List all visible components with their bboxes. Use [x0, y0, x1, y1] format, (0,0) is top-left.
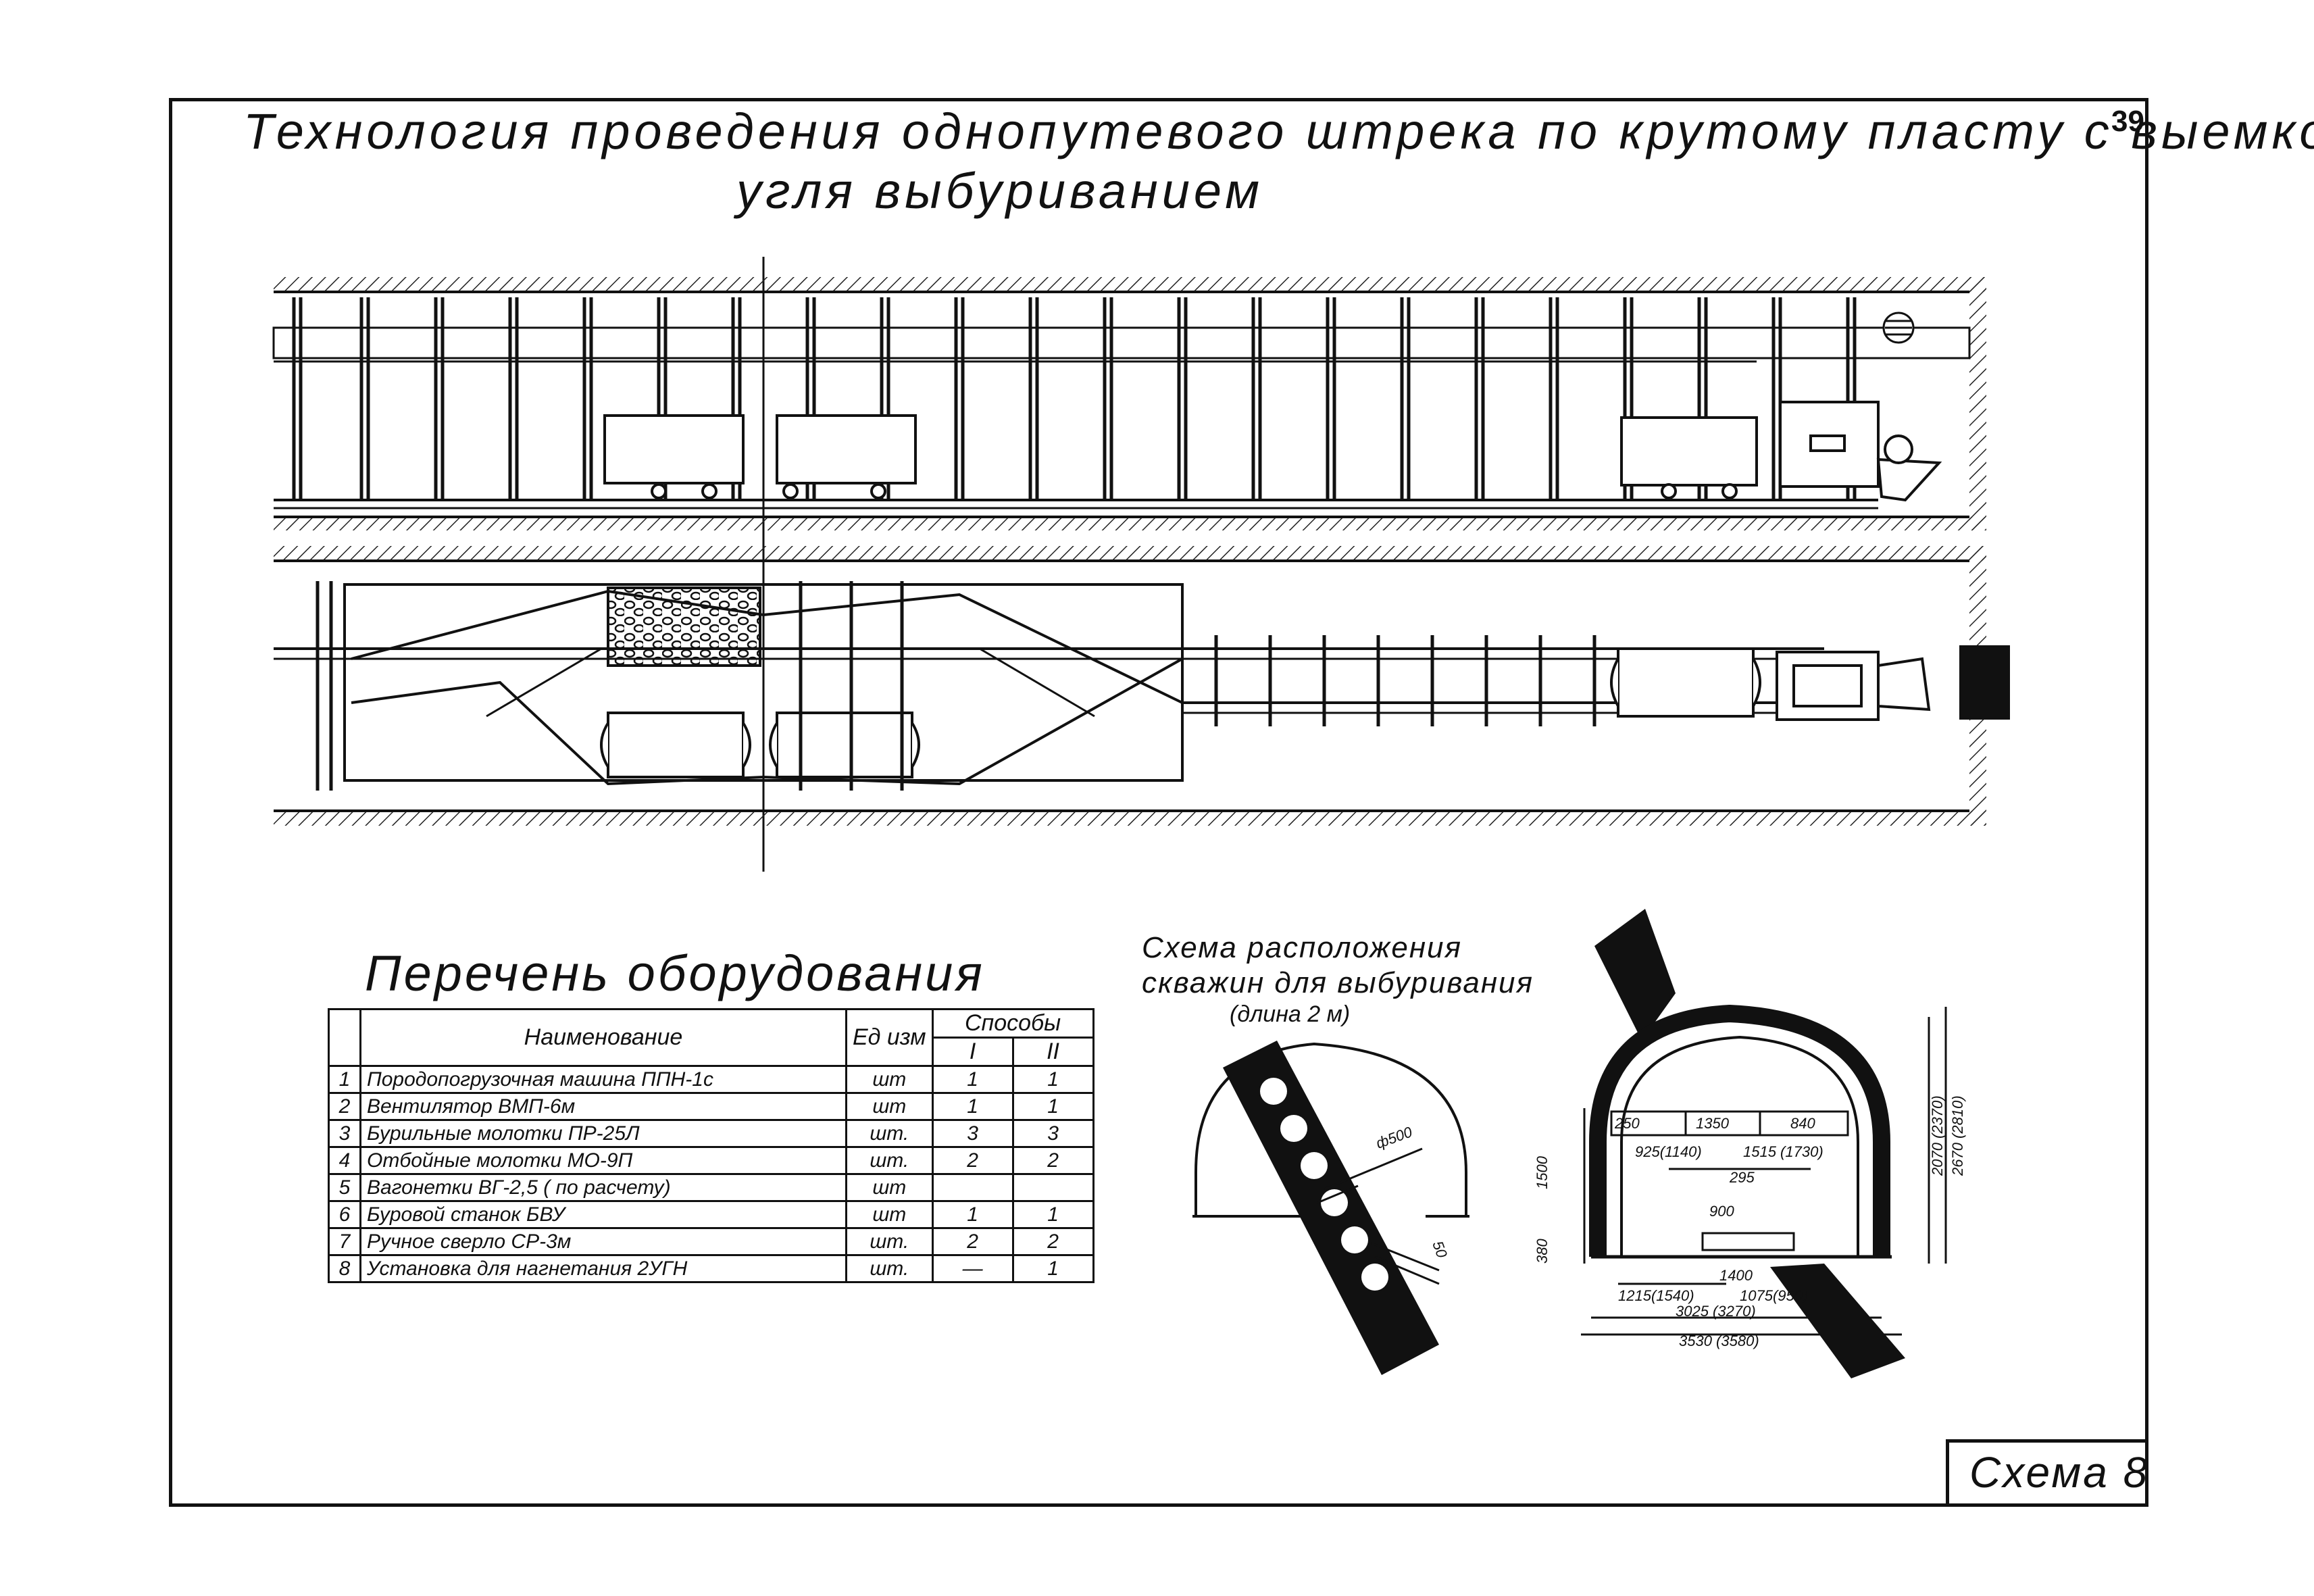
fan-icon — [1882, 311, 1915, 344]
dim-3530: 3530 (3580) — [1679, 1332, 1759, 1349]
plan-car-2 — [769, 712, 920, 778]
mine-car-1 — [603, 414, 745, 499]
borehole-caption-1: Схема расположения — [1142, 931, 1463, 964]
title-line-2: угля выбуриванием — [736, 163, 1263, 219]
borehole-caption-3: (длина 2 м) — [1230, 1001, 1351, 1027]
dim-840: 840 — [1790, 1115, 1815, 1132]
dim-1500: 1500 — [1534, 1155, 1551, 1189]
ventilation-duct — [272, 326, 1971, 359]
rail-track-section — [1701, 1232, 1795, 1251]
roof-hatching — [274, 277, 1986, 292]
face-hatching — [1969, 277, 1986, 530]
borehole-circles — [1260, 1078, 1388, 1291]
col-unit-header: Ед изм — [845, 1008, 934, 1067]
title-line-1: Технология проведения однопутевого штрек… — [243, 103, 2314, 159]
equipment-list-title: Перечень оборудования — [365, 945, 985, 1001]
switch-track-upper — [351, 589, 1183, 704]
mine-car-3 — [1620, 416, 1758, 499]
dim-2670: 2670 (2810) — [1949, 1095, 1966, 1176]
dim-1400: 1400 — [1719, 1267, 1753, 1284]
plan-view — [274, 546, 2010, 826]
borehole-caption-2: скважин для выбуривания — [1142, 966, 1534, 999]
seam-lower — [1770, 1264, 1905, 1378]
schema-label: Схема 8 — [1969, 1448, 2150, 1497]
switch-track-lower — [351, 657, 1183, 786]
dim-3025: 3025 (3270) — [1676, 1303, 1756, 1320]
col-methods-header: Способы — [931, 1008, 1095, 1039]
dim-925: 925(1140) — [1635, 1143, 1702, 1160]
working-zone-outline — [343, 583, 1184, 782]
borehole-scheme: ф500 50 — [1192, 1041, 1469, 1375]
excavation-outline — [1194, 1042, 1467, 1216]
dim-380: 380 — [1534, 1239, 1551, 1264]
dim-1515: 1515 (1730) — [1743, 1143, 1823, 1160]
col-method-1-header: I — [931, 1037, 1014, 1067]
schema-label-box — [1946, 1439, 2148, 1507]
plan-car-1 — [600, 712, 751, 778]
dim-diameter: ф500 — [1374, 1123, 1415, 1152]
dim-250: 250 — [1614, 1115, 1640, 1132]
sleepers — [316, 581, 1596, 791]
col-name-header: Наименование — [359, 1008, 847, 1067]
dim-1215: 1215(1540) — [1618, 1287, 1694, 1304]
coal-face-block — [1959, 645, 2010, 720]
dim-2070: 2070 (2370) — [1929, 1095, 1946, 1176]
seam-upper — [1594, 909, 1676, 1041]
cross-section: 250 1350 840 925(1140) 1515 (1730) 295 9… — [1534, 909, 1966, 1378]
loading-machine — [1779, 401, 1942, 502]
dim-1075: 1075(950) — [1740, 1287, 1807, 1304]
dim-295: 295 — [1729, 1169, 1755, 1186]
dim-1350: 1350 — [1696, 1115, 1730, 1132]
drawing-frame — [169, 98, 2148, 1507]
dim-900: 900 — [1709, 1203, 1734, 1220]
dim-gap: 50 — [1429, 1239, 1451, 1260]
plan-loading-machine — [1776, 651, 1931, 721]
mine-car-2 — [776, 414, 917, 499]
page-number: 39 — [2111, 105, 2144, 138]
longitudinal-section — [272, 277, 1986, 530]
rock-pile — [607, 587, 761, 667]
arch-support — [1589, 1004, 1890, 1257]
col-method-2-header: II — [1011, 1037, 1095, 1067]
plan-car-3 — [1610, 647, 1761, 718]
floor-hatching — [274, 517, 1986, 530]
